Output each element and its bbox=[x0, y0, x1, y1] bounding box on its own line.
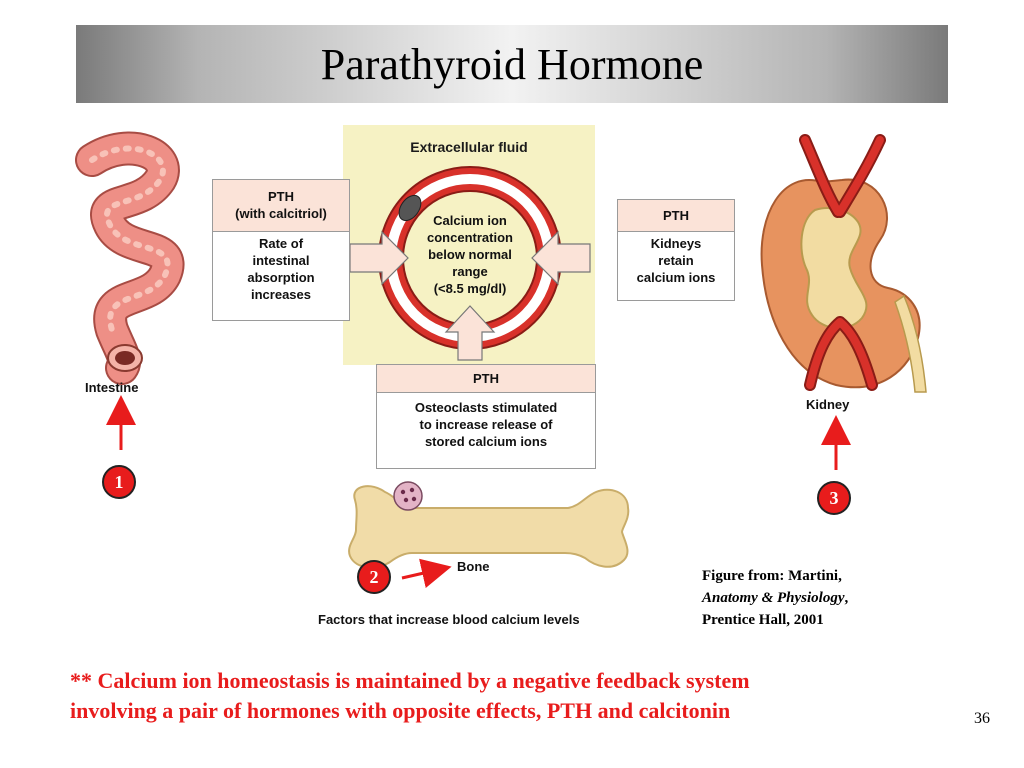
figure-credit: Figure from: Martini, Anatomy & Physiolo… bbox=[702, 568, 849, 628]
kidney-illustration bbox=[760, 134, 927, 393]
intestine-pth-header: PTH (with calcitriol) bbox=[213, 180, 349, 232]
intestine-illustration bbox=[75, 131, 185, 385]
intestine-label: Intestine bbox=[85, 380, 139, 395]
marker-3: 3 bbox=[817, 481, 851, 515]
book-title: Anatomy & Physiology bbox=[702, 590, 845, 606]
title-bar: Parathyroid Hormone bbox=[76, 25, 948, 103]
kidney-pth-body: Kidneys retain calcium ions bbox=[636, 236, 716, 285]
bone-pth-body: Osteoclasts stimulated to increase relea… bbox=[414, 400, 558, 449]
slide-number: 36 bbox=[974, 710, 990, 727]
marker-2: 2 bbox=[357, 560, 391, 594]
kidney-pth-header: PTH bbox=[618, 200, 734, 232]
footer-note: ** Calcium ion homeostasis is maintained… bbox=[70, 668, 750, 723]
block-arrow-right bbox=[531, 230, 591, 286]
extracellular-fluid-label: Extracellular fluid bbox=[410, 139, 528, 155]
arrow-2-to-bone bbox=[401, 558, 452, 588]
bone-label: Bone bbox=[457, 559, 490, 574]
kidney-pth-box: PTH Kidneys retain calcium ions bbox=[617, 199, 735, 301]
figure-caption: Factors that increase blood calcium leve… bbox=[318, 612, 580, 627]
intestine-pth-body: Rate of intestinal absorption increases bbox=[247, 236, 315, 302]
bone-pth-header: PTH bbox=[377, 365, 595, 393]
block-arrow-up bbox=[444, 305, 496, 361]
slide-title: Parathyroid Hormone bbox=[320, 40, 704, 89]
calcium-concentration-text: Calcium ion concentration below normal r… bbox=[427, 213, 513, 296]
intestine-pth-box: PTH (with calcitriol) Rate of intestinal… bbox=[212, 179, 350, 321]
bone-illustration bbox=[348, 481, 630, 569]
marker-1: 1 bbox=[102, 465, 136, 499]
bone-pth-box: PTH Osteoclasts stimulated to increase r… bbox=[376, 364, 596, 469]
block-arrow-left bbox=[349, 230, 409, 286]
kidney-label: Kidney bbox=[806, 397, 850, 412]
